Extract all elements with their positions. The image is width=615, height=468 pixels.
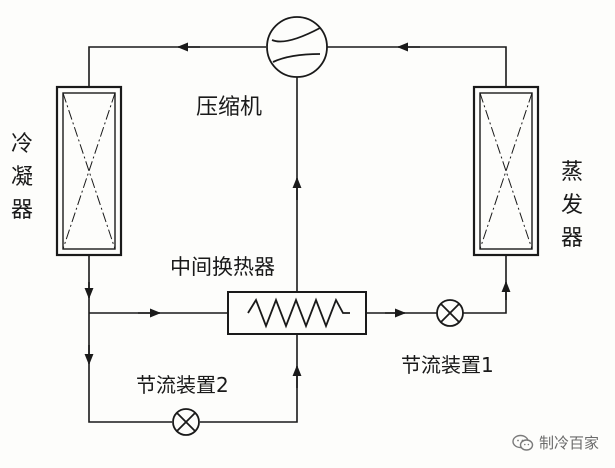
compressor-symbol xyxy=(266,16,328,78)
pipe-throttle2-to-hx xyxy=(200,334,298,423)
condenser-symbol xyxy=(55,85,123,257)
heat-exchanger-label: 中间换热器 xyxy=(170,255,275,279)
throttle-valve-1-symbol xyxy=(436,299,464,327)
throttle-2-label: 节流装置2 xyxy=(136,373,229,397)
evaporator-symbol xyxy=(472,85,540,257)
throttle-valve-2-symbol xyxy=(172,408,200,436)
pipe-condenser-to-compressor xyxy=(88,46,266,87)
watermark-text: 制冷百家 xyxy=(539,434,600,452)
compressor-label: 压缩机 xyxy=(196,95,263,120)
watermark: 制冷百家 xyxy=(512,432,599,453)
wechat-icon xyxy=(512,434,534,451)
condenser-label: 冷凝器 xyxy=(10,132,33,223)
throttle-1-label: 节流装置1 xyxy=(401,353,494,377)
pipe-branch-to-throttle2 xyxy=(88,313,172,423)
pipe-throttle1-to-evaporator xyxy=(463,255,507,314)
evaporator-label: 蒸发器 xyxy=(560,160,583,251)
heat-exchanger-symbol xyxy=(227,291,367,335)
pipe-compressor-to-evaporator xyxy=(327,46,507,87)
